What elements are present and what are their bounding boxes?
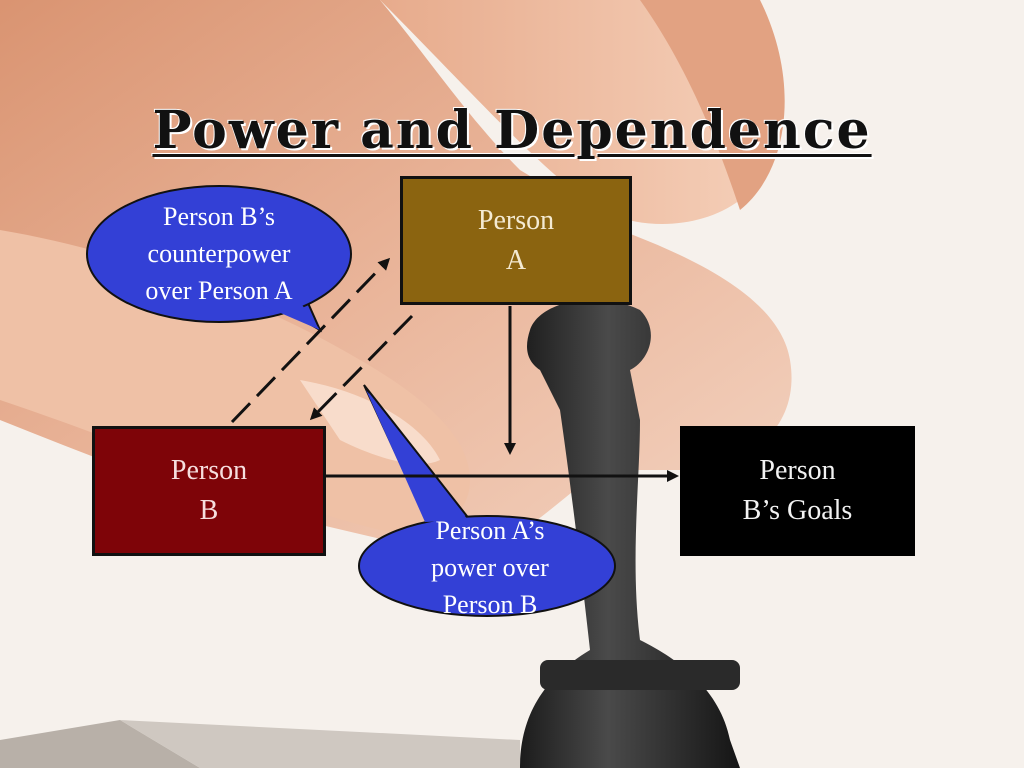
person-b-goals-label-line2: B’s Goals bbox=[742, 495, 853, 526]
counterpower-callout-text: Person B’s counterpower over Person A bbox=[90, 198, 348, 309]
person-b-goals-box: Person B’s Goals bbox=[680, 426, 915, 556]
power-line3: Person B bbox=[442, 590, 538, 619]
counterpower-line2: counterpower bbox=[147, 239, 291, 268]
person-b-label-line1: Person bbox=[170, 455, 248, 486]
counterpower-line1: Person B’s bbox=[163, 202, 275, 231]
slide-title-text: Power and Dependence bbox=[152, 100, 872, 161]
slide-title: Power and Dependence bbox=[0, 100, 1024, 161]
person-a-box: Person A bbox=[400, 176, 632, 305]
callout-bubble-counterpower bbox=[86, 185, 352, 333]
person-b-label-line2: B bbox=[199, 495, 219, 526]
person-b-goals-label-line1: Person bbox=[759, 455, 836, 486]
callout-bubble-power bbox=[358, 384, 616, 617]
power-callout-text: Person A’s power over Person B bbox=[360, 512, 620, 623]
power-line2: power over bbox=[431, 553, 549, 582]
power-line1: Person A’s bbox=[435, 516, 545, 545]
arrow-a-to-b-dashed bbox=[309, 314, 414, 421]
person-a-label-line2: A bbox=[505, 244, 527, 276]
counterpower-line3: over Person A bbox=[145, 276, 293, 305]
person-a-label-line1: Person bbox=[477, 204, 555, 236]
person-b-box: Person B bbox=[92, 426, 326, 556]
arrow-b-to-a-dashed bbox=[230, 257, 391, 424]
